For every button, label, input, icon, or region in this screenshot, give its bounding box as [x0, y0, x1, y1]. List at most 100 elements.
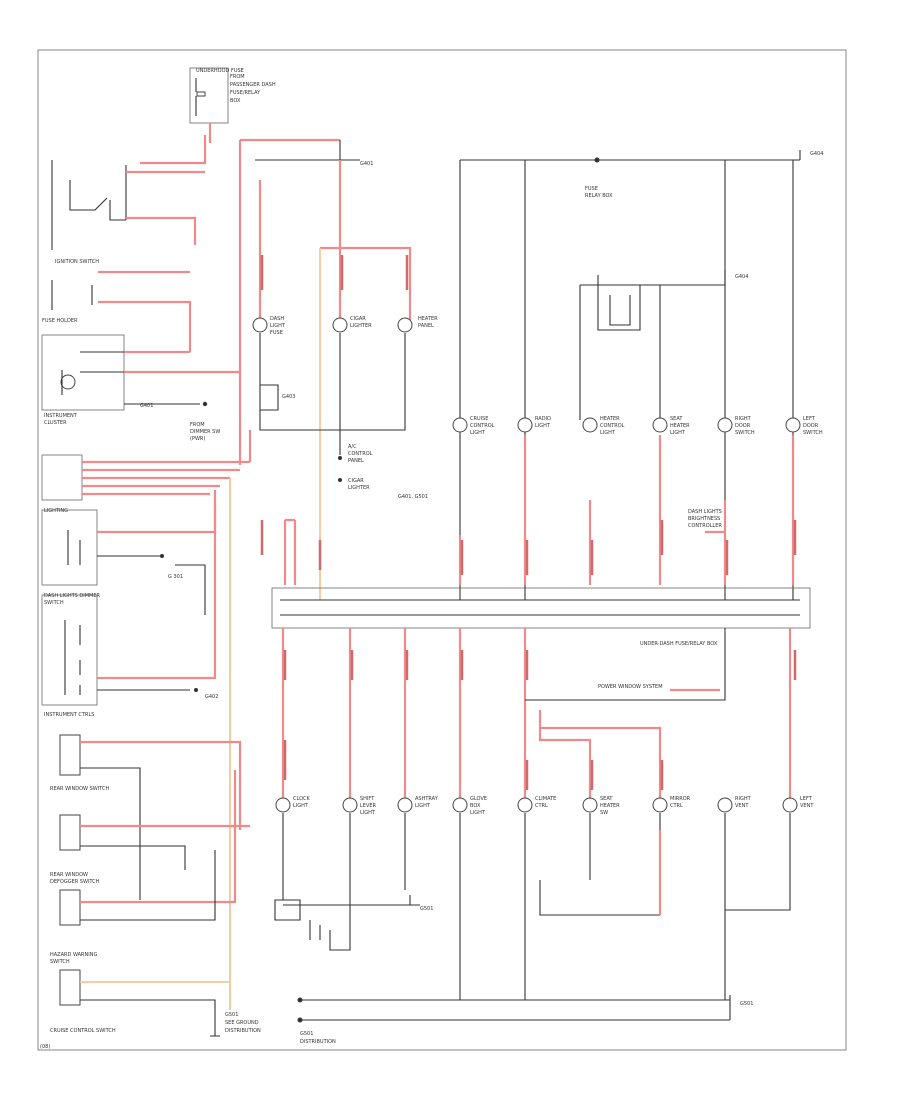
svg-text:SEAT: SEAT: [600, 796, 613, 802]
ignition-feed-wire: [140, 135, 207, 165]
svg-text:HEATER: HEATER: [670, 423, 690, 429]
lower-bulb-row: POWER WINDOW SYSTEM CLOCK LIGHT SHIFT LE…: [274, 628, 814, 1000]
svg-text:CLIMATE: CLIMATE: [535, 796, 556, 802]
upper-bulb-1: CRUISE CONTROL LIGHT: [470, 416, 495, 436]
svg-text:LEVER: LEVER: [360, 803, 377, 809]
main-fuse-box: UNDERHOOD FUSE FROM PASSENGER DASH FUSE/…: [189, 67, 276, 124]
dimmer-ref-2: DIMMER SW: [190, 429, 220, 435]
mid-bulb-1-l3: FUSE: [270, 330, 283, 336]
defogger-label-1: REAR WINDOW: [50, 872, 88, 878]
diagram-frame: [37, 49, 847, 1051]
mid-bulb-2-l1: CIGAR: [350, 316, 366, 322]
dimmer-ref-1: FROM: [190, 422, 205, 428]
lower-bulb-1: CLOCK LIGHT: [293, 796, 311, 809]
svg-text:CRUISE: CRUISE: [470, 416, 488, 422]
svg-text:CONTROL: CONTROL: [470, 423, 495, 429]
top-right-bus: G404 FUSE RELAY BOX G404: [459, 150, 823, 600]
instrument-cluster: INSTRUMENT CLUSTER G401 FROM DIMMER SW (…: [41, 334, 240, 442]
feed-wire-1: [208, 123, 340, 465]
tr-fuse-1: FUSE: [585, 186, 598, 192]
upper-bulb-2: RADIO LIGHT: [535, 416, 551, 429]
footer-code: (08): [40, 1044, 50, 1050]
lower-bulb-4: GLOVE BOX LIGHT: [470, 796, 487, 816]
mid-bulb-3-l1: HEATER: [418, 316, 438, 322]
cruise-control-switch: CRUISE CONTROL SWITCH G501 SEE GROUND DI…: [50, 969, 261, 1037]
fuse-note-2: PASSENGER DASH: [230, 82, 276, 88]
fuse-holder-label: FUSE HOLDER: [42, 318, 78, 324]
ctr-l2: CONTROL: [348, 451, 373, 457]
svg-text:GLOVE: GLOVE: [470, 796, 487, 802]
power-window-label: POWER WINDOW SYSTEM: [598, 684, 663, 690]
g402-label: G402: [205, 694, 218, 700]
svg-text:LIGHT: LIGHT: [600, 430, 616, 436]
wire-labels: [260, 255, 797, 790]
upper-bulb-6: LEFT DOOR SWITCH: [803, 416, 823, 436]
tr-fuse-2: RELAY BOX: [585, 193, 613, 199]
svg-text:BOX: BOX: [470, 803, 481, 809]
svg-text:LIGHT: LIGHT: [670, 430, 686, 436]
ignition-out-wires: [126, 170, 205, 245]
g403-label: G403: [282, 394, 295, 400]
lower-ref-2: DISTRIBUTION: [225, 1028, 261, 1034]
svg-text:LIGHT: LIGHT: [360, 810, 376, 816]
ctr-l1: A/C: [348, 444, 357, 450]
svg-text:SHIFT: SHIFT: [360, 796, 375, 802]
fuse-note-4: BOX: [230, 98, 241, 104]
upper-bulb-5: RIGHT DOOR SWITCH: [735, 416, 755, 436]
svg-text:SWITCH: SWITCH: [735, 430, 755, 436]
ignition-switch: IGNITION SWITCH: [51, 160, 127, 265]
svg-text:RIGHT: RIGHT: [735, 416, 752, 422]
floor-ref-label: DISTRIBUTION: [300, 1039, 336, 1045]
svg-text:G 301: G 301: [168, 574, 183, 580]
connector-block-left: [41, 430, 252, 1010]
ctr-l3: PANEL: [348, 458, 364, 464]
svg-text:RADIO: RADIO: [535, 416, 551, 422]
svg-text:RIGHT: RIGHT: [735, 796, 752, 802]
cluster-label-1: INSTRUMENT: [44, 413, 78, 419]
bottom-ground-bus: G501 G501 DISTRIBUTION: [297, 995, 753, 1045]
g401-label: G401: [360, 161, 373, 167]
instr-ctrl-label: INSTRUMENT CTRLS: [44, 712, 94, 718]
lower-ground-label: G501: [225, 1012, 238, 1018]
mid-bulb-2-l2: LIGHTER: [350, 323, 372, 329]
under-dash-fuse-box: UNDER-DASH FUSE/RELAY BOX: [271, 518, 811, 647]
ignition-switch-label: IGNITION SWITCH: [55, 259, 99, 265]
dimmer-ref-3: (PWR): [190, 436, 205, 442]
fuse-note-1: FROM: [230, 74, 245, 80]
relay-l3: CONTROLLER: [688, 523, 722, 529]
cluster-ground-label: G401: [140, 403, 153, 409]
g404-label: G404: [810, 151, 823, 157]
svg-text:LIGHT: LIGHT: [293, 803, 309, 809]
svg-text:LEFT: LEFT: [800, 796, 813, 802]
lower-bulb-6: SEAT HEATER SW: [600, 796, 620, 816]
svg-text:HEATER: HEATER: [600, 416, 620, 422]
relay-l1: DASH LIGHTS: [688, 509, 722, 515]
grounds-label: G401, G501: [398, 494, 428, 500]
fuse-note-3: FUSE/RELAY: [230, 90, 261, 96]
upper-bulb-3: HEATER CONTROL LIGHT: [600, 416, 625, 436]
svg-text:SWITCH: SWITCH: [803, 430, 823, 436]
mid-bulb-1-l2: LIGHT: [270, 323, 286, 329]
svg-text:SW: SW: [600, 810, 608, 816]
upper-center-group: G401 DASH LIGHT FUSE CIGAR LIGHTER HEATE…: [252, 140, 438, 600]
svg-text:ASHTRAY: ASHTRAY: [415, 796, 439, 802]
ground-mid-label: G501: [420, 906, 433, 912]
lower-ref-1: SEE GROUND: [225, 1020, 259, 1026]
rear-window-switch: REAR WINDOW SWITCH: [50, 734, 242, 900]
cigar-l1: CIGAR: [348, 478, 364, 484]
svg-text:LEFT: LEFT: [803, 416, 816, 422]
ground-bottom-label: G501: [740, 1001, 753, 1007]
right-ground-label: G404: [735, 274, 748, 280]
lower-bulb-9: LEFT VENT: [800, 796, 814, 809]
rear-defogger-switch: REAR WINDOW DEFOGGER SWITCH: [50, 814, 250, 885]
lighting-label: LIGHTING: [44, 508, 68, 514]
svg-text:SEAT: SEAT: [670, 416, 683, 422]
svg-text:CONTROL: CONTROL: [600, 423, 625, 429]
svg-text:LIGHT: LIGHT: [470, 810, 486, 816]
dimmer-label-2: SWITCH: [44, 600, 64, 606]
svg-text:MIRROR: MIRROR: [670, 796, 691, 802]
cigar-l2: LIGHTER: [348, 485, 370, 491]
lower-bulb-5: CLIMATE CTRL: [535, 796, 556, 809]
